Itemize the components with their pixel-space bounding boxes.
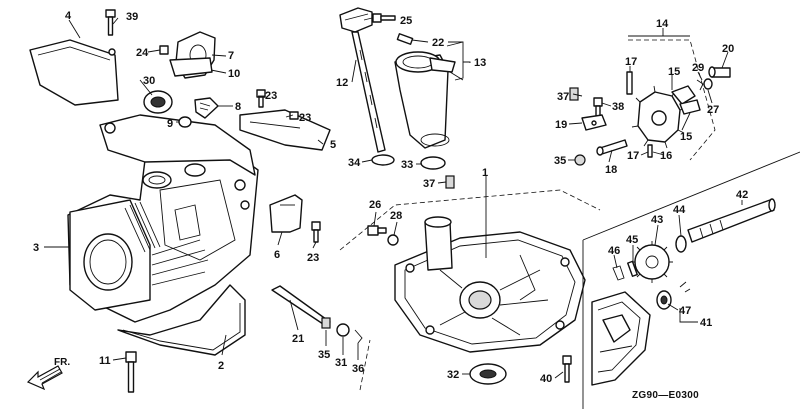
detail-frame xyxy=(582,151,800,409)
shaft-17 xyxy=(626,71,633,95)
callout-15-bottom: 15 xyxy=(680,131,692,143)
callout-23-lower: 23 xyxy=(307,252,319,264)
front-direction-indicator: FR. xyxy=(26,357,70,391)
callout-37-mid: 37 xyxy=(423,178,435,190)
governor-shaft xyxy=(599,139,628,155)
callout-25: 25 xyxy=(400,15,412,27)
bracket-plate xyxy=(29,39,119,106)
callout-47: 47 xyxy=(679,305,691,317)
callout-1: 1 xyxy=(482,167,488,179)
callout-12: 12 xyxy=(336,77,348,89)
washer-35 xyxy=(321,317,331,329)
drain-bolt-11 xyxy=(125,351,137,393)
pin-36 xyxy=(354,329,363,344)
callout-41: 41 xyxy=(700,317,712,329)
callout-21: 21 xyxy=(292,333,304,345)
dipstick-cap xyxy=(339,7,373,33)
callout-11: 11 xyxy=(99,355,111,367)
callout-17-top: 17 xyxy=(625,56,637,68)
breather-valve xyxy=(194,97,219,119)
callout-7: 7 xyxy=(228,50,234,62)
callout-39: 39 xyxy=(126,11,138,23)
callout-8: 8 xyxy=(235,101,241,113)
callout-36: 36 xyxy=(352,363,364,375)
cylinder-block-group xyxy=(67,114,259,356)
crankshaft xyxy=(687,199,775,243)
washer-27 xyxy=(703,78,713,90)
governor-rod xyxy=(271,285,331,327)
callout-3: 3 xyxy=(33,242,39,254)
crankcase-upper xyxy=(99,114,256,176)
callout-23-top: 23 xyxy=(265,90,277,102)
callout-34: 34 xyxy=(348,157,361,169)
callout-9: 9 xyxy=(167,118,173,130)
callout-29: 29 xyxy=(692,62,704,74)
callout-6: 6 xyxy=(274,249,280,261)
callout-16: 16 xyxy=(660,150,672,162)
crankcase-lower-partial xyxy=(591,291,651,386)
bolt-39 xyxy=(105,9,116,36)
dowel-37 xyxy=(445,175,455,189)
callout-30: 30 xyxy=(143,75,155,87)
callout-4: 4 xyxy=(65,10,72,22)
callout-22: 22 xyxy=(432,37,444,49)
callout-33: 33 xyxy=(401,159,413,171)
callout-5: 5 xyxy=(330,139,336,151)
callout-43: 43 xyxy=(651,214,663,226)
crank-gear-43 xyxy=(631,241,673,283)
callout-2: 2 xyxy=(218,360,224,372)
callout-14: 14 xyxy=(656,18,669,30)
dipstick-rod xyxy=(351,31,386,153)
callout-labels: 4 39 24 7 10 30 8 23 9 23 5 6 23 3 2 11 … xyxy=(33,10,748,385)
callout-38: 38 xyxy=(612,101,624,113)
crankcase-cover-group xyxy=(394,216,586,353)
callout-35-right: 35 xyxy=(554,155,566,167)
callout-23-right: 23 xyxy=(299,112,311,124)
callout-42: 42 xyxy=(736,189,748,201)
o-ring-33 xyxy=(420,156,446,170)
oil-filler-tube xyxy=(394,54,449,149)
callout-19: 19 xyxy=(555,119,567,131)
callout-13: 13 xyxy=(474,57,486,69)
callout-27: 27 xyxy=(707,104,719,116)
callout-45: 45 xyxy=(626,234,638,246)
front-label: FR. xyxy=(54,357,70,368)
breather-plate xyxy=(239,109,331,151)
callout-35-left: 35 xyxy=(318,349,330,361)
callout-31: 31 xyxy=(335,357,347,369)
callout-40: 40 xyxy=(540,373,552,385)
cylinder-bore xyxy=(83,233,133,291)
callout-15-top: 15 xyxy=(668,66,680,78)
callout-24: 24 xyxy=(136,47,149,59)
valve-9 xyxy=(178,116,192,128)
bracket-6 xyxy=(269,194,303,233)
washer-44 xyxy=(675,235,687,253)
callout-10: 10 xyxy=(228,68,240,80)
callout-18: 18 xyxy=(605,164,617,176)
cam-boss xyxy=(142,171,172,189)
bushing-31 xyxy=(336,323,350,337)
callout-28: 28 xyxy=(390,210,402,222)
callout-26: 26 xyxy=(369,199,381,211)
governor-assembly xyxy=(631,85,701,149)
o-ring-34 xyxy=(371,154,395,166)
washer-28 xyxy=(387,234,399,246)
callout-44: 44 xyxy=(673,204,686,216)
diagram-code: ZG90—E0300 xyxy=(632,390,699,401)
callout-32: 32 xyxy=(447,369,459,381)
leader-lines xyxy=(44,17,743,379)
callout-17-bottom: 17 xyxy=(627,150,639,162)
callout-20: 20 xyxy=(722,43,734,55)
callout-37-right: 37 xyxy=(557,91,569,103)
callout-46: 46 xyxy=(608,245,620,257)
